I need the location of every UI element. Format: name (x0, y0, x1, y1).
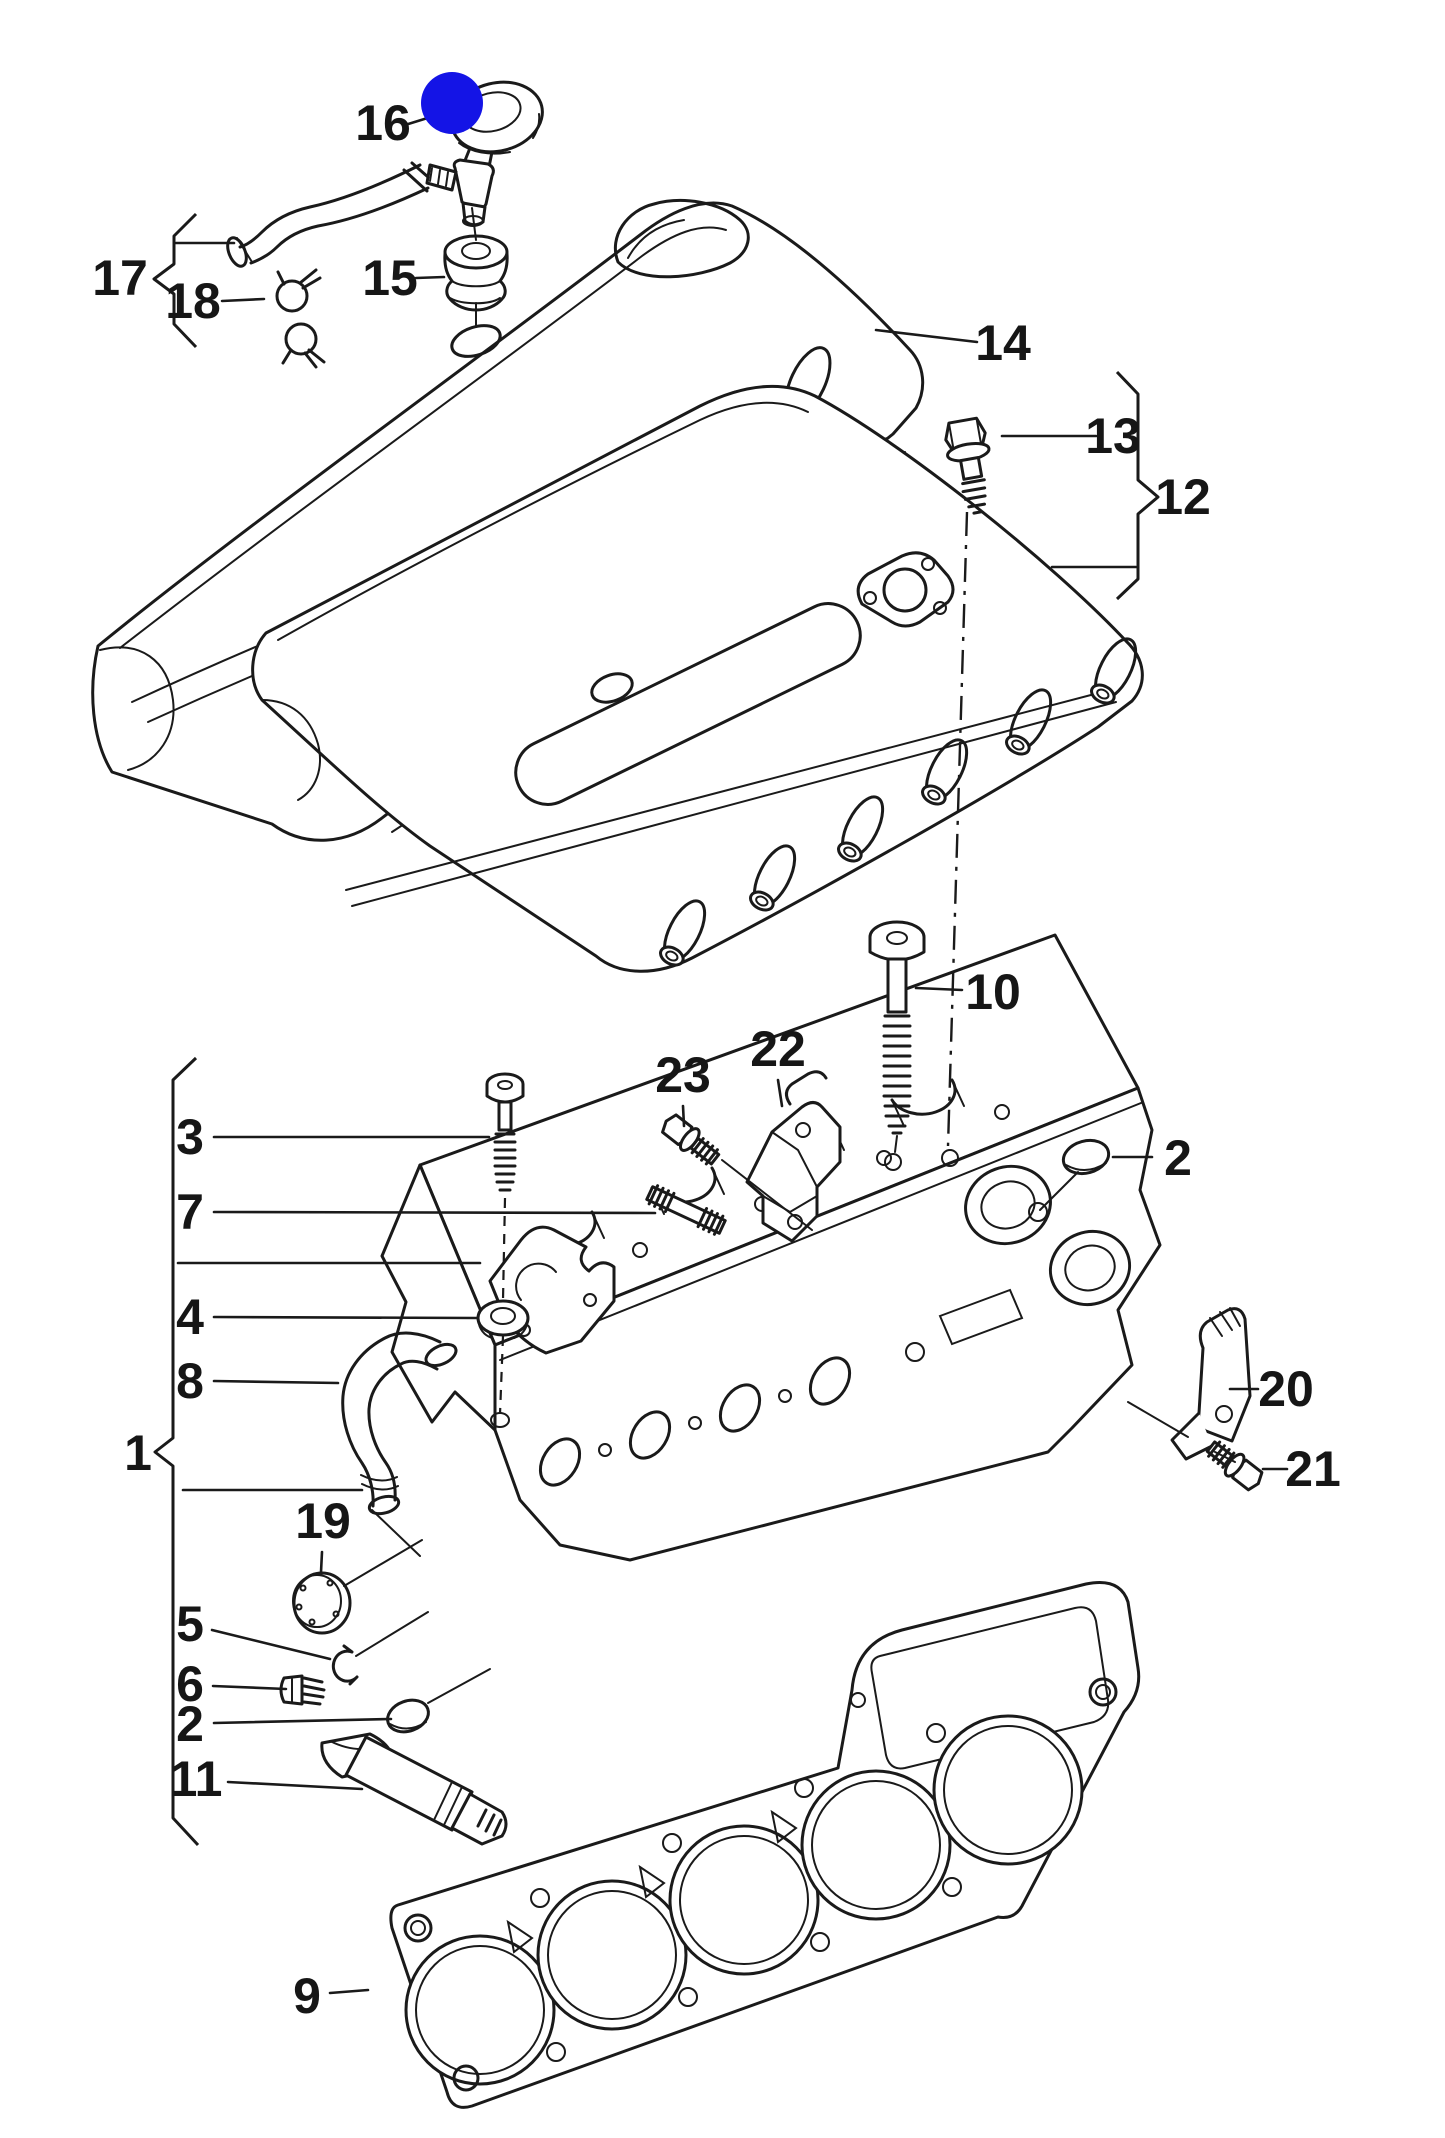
leader-part-5 (210, 1628, 332, 1661)
gasket-bolt-holes (403, 1677, 1118, 2092)
callout-label-15: 15 (362, 250, 418, 306)
callout-label-13: 13 (1085, 408, 1141, 464)
callout-label-10: 10 (965, 964, 1021, 1020)
callout-label-14: 14 (975, 315, 1031, 371)
callout-label-11: 11 (170, 1751, 223, 1807)
connector-line (343, 1539, 423, 1587)
gasket-bores (404, 1714, 1084, 2086)
screw-plug-6 (279, 1674, 326, 1706)
leader-part-14 (874, 328, 979, 344)
lifting-eye-20 (1170, 1307, 1252, 1461)
socket-bolt-10 (868, 920, 926, 1135)
water-hose-8 (341, 1331, 458, 1516)
cover-cap-hole (450, 324, 502, 358)
connector-line (355, 1611, 429, 1657)
leader-part-18 (220, 297, 266, 303)
bracket-part-12 (1115, 370, 1160, 601)
callout-label-20: 20 (1258, 1361, 1314, 1417)
hose-clamps (275, 268, 326, 369)
filler-opening (613, 199, 750, 279)
head-front-face (493, 1086, 1162, 1562)
connector-line (721, 1159, 813, 1231)
leader-part-9 (328, 1988, 370, 1995)
bolt-21 (1205, 1440, 1264, 1492)
cover-bolt-bosses (659, 637, 1138, 967)
sealing-disc-19 (292, 1571, 352, 1635)
leader-part-4 (212, 1315, 479, 1320)
leader-part-10 (914, 986, 964, 992)
cylinder-head-cover (251, 384, 1144, 973)
leader-part-2b (212, 1717, 393, 1725)
bolt-23 (661, 1113, 721, 1166)
cover-hole (590, 672, 634, 704)
callout-label-8: 8 (176, 1353, 204, 1409)
callout-label-7: 7 (176, 1184, 204, 1240)
callout-label-2b: 2 (176, 1696, 204, 1752)
cover-breather-flange (856, 551, 955, 628)
callout-label-2: 2 (1164, 1130, 1192, 1186)
connector-line (1039, 1171, 1079, 1211)
head-left-face (380, 1163, 497, 1432)
cap-elbow (452, 158, 495, 212)
leader-part-22 (776, 1078, 784, 1108)
callout-label-5: 5 (176, 1596, 204, 1652)
connector-line (371, 1509, 421, 1557)
callout-label-19: 19 (295, 1493, 351, 1549)
callout-label-18: 18 (165, 273, 221, 329)
connector-line (427, 1668, 491, 1704)
callout-label-22: 22 (750, 1021, 806, 1077)
breather-hose (226, 161, 438, 268)
bracket-22 (745, 1070, 842, 1243)
callout-label-12: 12 (1155, 469, 1211, 525)
sealing-cap-2-left (386, 1698, 430, 1734)
connector-line (471, 207, 477, 241)
leader-part-7 (212, 1210, 657, 1215)
leader-part-11 (226, 1780, 364, 1791)
grommet-4 (476, 1299, 530, 1339)
sealant-tube-11 (320, 1732, 508, 1846)
connector-line (498, 1335, 505, 1415)
bracket-part-17 (152, 212, 198, 349)
connector-line (1214, 1451, 1236, 1463)
leader-part-23 (681, 1104, 686, 1128)
callout-label-23: 23 (655, 1047, 711, 1103)
leader-part-19 (319, 1550, 324, 1574)
connector-line (894, 1135, 898, 1153)
callout-label-3: 3 (176, 1109, 204, 1165)
callout-label-1: 1 (124, 1425, 152, 1481)
flange-bolt-13 (944, 416, 991, 515)
callout-label-9: 9 (293, 1968, 321, 2024)
callout-label-17: 17 (92, 250, 148, 306)
head-cam-bores (964, 1164, 1132, 1306)
assembly-brackets (152, 212, 1160, 1847)
sealing-cap-2-right (1061, 1138, 1111, 1176)
leader-part-6 (211, 1684, 288, 1691)
cover-plug (443, 234, 509, 312)
socket-bolt-3 (485, 1072, 525, 1192)
bracket-part-1 (153, 1056, 200, 1847)
callout-label-21: 21 (1285, 1441, 1341, 1497)
connector-line (1127, 1401, 1189, 1438)
clip-5 (331, 1644, 359, 1686)
callout-label-6: 6 (176, 1656, 204, 1712)
callout-label-16: 16 (355, 95, 411, 151)
leader-part-15 (414, 275, 446, 280)
callout-label-4: 4 (176, 1289, 204, 1345)
leader-part-8 (212, 1379, 340, 1385)
axis-and-connector-lines (176, 207, 1236, 1704)
connector-line (946, 511, 969, 1147)
stud-7 (645, 1184, 727, 1236)
highlight-marker (421, 72, 483, 134)
cover-depression (514, 602, 862, 806)
head-gasket (389, 1581, 1141, 2109)
